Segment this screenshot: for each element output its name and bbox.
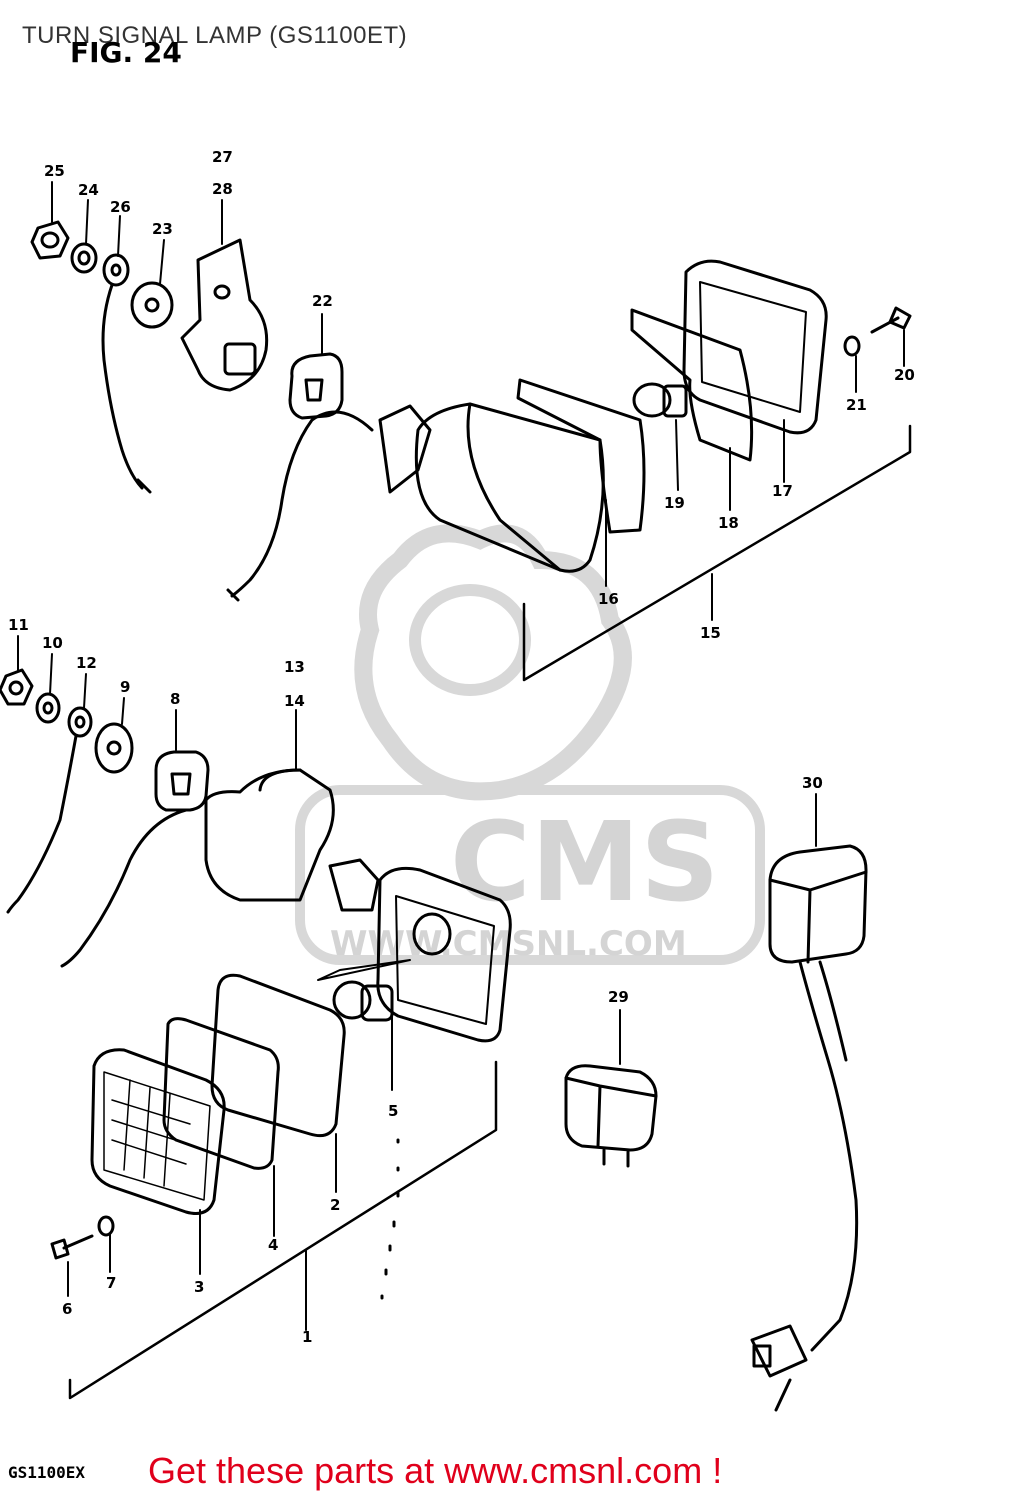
callout-14: 14 [284,692,305,710]
washer-23-part [130,281,174,329]
washer-7-part [97,1215,115,1237]
gasket-2-part [210,973,346,1138]
figure-label: FIG. 24 [70,36,182,69]
callout-10: 10 [42,634,63,652]
grommet-8-part [154,750,210,812]
callout-4: 4 [268,1236,278,1254]
leader-lines [17,181,905,1331]
callout-25: 25 [44,162,65,180]
callout-15: 15 [700,624,721,642]
screw-20-part [870,306,912,334]
gasket-4-part [162,1017,280,1170]
washer-9-part [94,722,134,774]
ground-terminal-26-part [101,253,152,494]
callout-23: 23 [152,220,173,238]
watermark-brand: CMS [450,798,719,926]
callout-18: 18 [718,514,739,532]
callout-9: 9 [120,678,130,696]
bracket-27-28-part [180,238,269,392]
callout-13: 13 [284,658,305,676]
callout-21: 21 [846,396,867,414]
callout-7: 7 [106,1274,116,1292]
grommet-22-part [288,352,344,420]
washer-24-part [70,242,98,274]
upper-harness-wire [230,410,374,598]
callout-6: 6 [62,1300,72,1318]
callout-1: 1 [302,1328,312,1346]
promo-link[interactable]: Get these parts at www.cmsnl.com ! [148,1450,723,1491]
model-label: GS1100EX [8,1463,86,1482]
callout-19: 19 [664,494,685,512]
gasket-16-part [516,378,646,534]
callout-30: 30 [802,774,823,792]
gasket-18-part [630,308,754,462]
callout-12: 12 [76,654,97,672]
callout-20: 20 [894,366,915,384]
assembly-15-bracket [522,424,912,682]
page-title: TURN SIGNAL LAMP (GS1100ET) [22,22,408,49]
nut-11-part [0,668,34,706]
flasher-relay-30-part [750,844,868,1412]
assembly-1-bracket [68,1060,498,1400]
nut-25-part [30,220,70,260]
callout-17: 17 [772,482,793,500]
callout-27: 27 [212,148,233,166]
callout-26: 26 [110,198,131,216]
reflector-body-part [328,858,512,1043]
callout-11: 11 [8,616,29,634]
lower-harness-wire [60,808,188,968]
callout-8: 8 [170,690,180,708]
bulb-5-part [317,959,411,1022]
callout-2: 2 [330,1196,340,1214]
housing-15-part [378,402,605,573]
relay-29-part [564,1064,658,1168]
lens-3-part [90,1048,226,1215]
screw-6-part [50,1234,94,1260]
housing-13-14-part [204,768,335,902]
callout-16: 16 [598,590,619,608]
callout-22: 22 [312,292,333,310]
ground-terminal-12-part [6,706,93,914]
lens-17-part [682,259,828,435]
bulb-19-part [632,382,688,418]
washer-10-part [35,692,61,724]
callout-24: 24 [78,181,99,199]
callout-5: 5 [388,1102,398,1120]
callout-29: 29 [608,988,629,1006]
callout-28: 28 [212,180,233,198]
washer-21-part [843,335,861,357]
dotted-axis [380,1138,400,1300]
callout-3: 3 [194,1278,204,1296]
